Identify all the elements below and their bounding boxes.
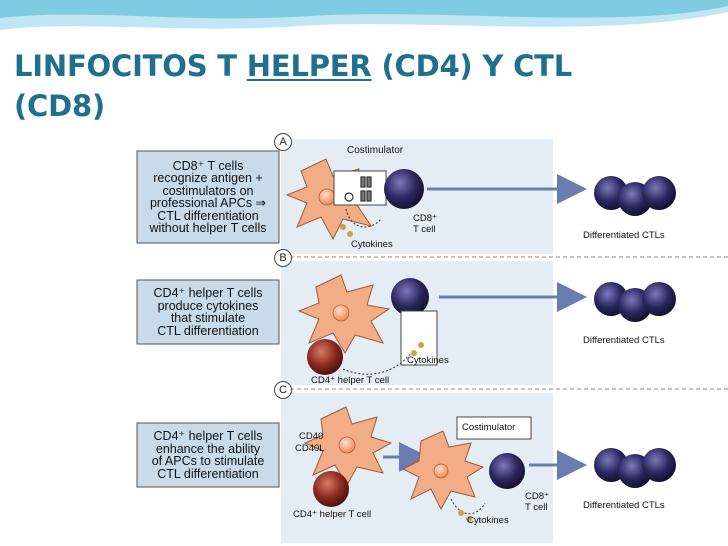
panel-a-line-2: recognize antigen + (153, 171, 263, 185)
panel-b-line-3: that stimulate (170, 311, 246, 325)
panel-c-differentiated-ctls (594, 448, 676, 488)
panel-c-cd40l-label: CD40L (295, 443, 325, 454)
panel-b-line-4: CTL differentiation (157, 323, 259, 338)
panel-b-cytokine-1 (411, 350, 417, 356)
header-wave-decoration (0, 0, 728, 30)
panel-b-line-2: produce cytokines (157, 298, 259, 313)
panel-a-result-label: Differentiated CTLs (583, 230, 665, 241)
panel-c-cytokine-2 (466, 516, 472, 522)
panel-a-differentiated-ctls (594, 176, 676, 216)
title-part-1: LINFOCITOS T (14, 49, 247, 83)
panel-a-line-6: without helper T cells (149, 221, 267, 235)
panel-c-cd40-label: CD40 (299, 431, 324, 442)
panel-c-line-4: CTL differentiation (157, 466, 259, 481)
panel-b-line-1: CD4⁺ helper T cells (153, 286, 263, 300)
panel-a-letter: A (274, 133, 292, 151)
panel-c-cytokine-1 (458, 510, 464, 516)
panel-a-description-box (136, 150, 280, 244)
panel-b-cytokines-label: Cytokines (407, 355, 449, 366)
panel-a-costimulator-label: Costimulator (347, 145, 404, 156)
panel-b-differentiated-ctls (594, 282, 676, 322)
panel-c-description: CD4⁺ helper T cells enhance the ability … (138, 424, 278, 486)
panel-b-helper-label: CD4⁺ helper T cell (311, 375, 390, 386)
diagram-graphics (136, 139, 728, 543)
panel-c-description-box (136, 422, 280, 488)
panel-b-description: CD4⁺ helper T cells produce cytokines th… (138, 281, 278, 343)
title-line-2: (CD8) (14, 89, 106, 123)
panel-a-cytokines-label: Cytokines (351, 239, 393, 250)
panel-a-line-3: costimulators on (162, 183, 254, 198)
panel-a-receptors (344, 176, 372, 202)
panel-a-cd8-t-cell (384, 169, 424, 209)
panel-c-apc-2 (401, 430, 485, 511)
panel-b-description-box (136, 279, 280, 345)
panel-b-apc (297, 274, 391, 354)
panel-c-line-2: enhance the ability (155, 441, 261, 456)
panel-c-helper-label: CD4⁺ helper T cell (293, 509, 372, 520)
panel-b-cytokine-path (342, 352, 412, 375)
panel-b-cd4-helper-t-cell (307, 339, 343, 375)
panel-a-tcell-label: T cell (413, 224, 436, 235)
panel-c-line-3: of APCs to stimulate (151, 454, 265, 468)
t-cell-diagram: A B C CD8⁺ T cells recognize antigen + c… (121, 131, 728, 546)
panel-b-cytokine-box (400, 310, 438, 366)
panel-c-apc-1 (303, 406, 393, 486)
panel-b-result-label: Differentiated CTLs (583, 335, 665, 346)
panel-c-line-1: CD4⁺ helper T cells (153, 429, 263, 443)
panel-c-costimulator-label: Costimulator (462, 422, 516, 433)
panel-a-cytokine-2 (347, 231, 353, 237)
panel-b-letter: B (274, 249, 292, 267)
panel-a-cd8-label: CD8⁺ (413, 213, 438, 224)
panel-c-cd4-helper-t-cell (313, 471, 349, 507)
panel-a-costimulator-box (333, 170, 387, 206)
panel-c-cd8-label: CD8⁺ (525, 491, 550, 502)
panel-c-cytokines-label: Cytokines (467, 515, 509, 526)
slide-title: LINFOCITOS T HELPER (CD4) Y CTL (CD8) (14, 46, 572, 126)
panel-c-tcell-label: T cell (525, 502, 548, 513)
panel-c-cd8-t-cell (489, 453, 525, 489)
panel-c-letter: C (274, 381, 292, 399)
panel-b-cd8-t-cell (391, 278, 429, 316)
title-part-2: (CD4) Y CTL (371, 49, 573, 83)
panel-c-costimulator-box (456, 416, 532, 440)
panel-a-cytokine-1 (340, 224, 346, 230)
panel-a-line-4: professional APCs ⇒ (149, 196, 267, 210)
panel-b-cytokine-2 (418, 342, 424, 348)
panel-c-cytokine-path (450, 498, 486, 515)
panel-a-cytokine-path (345, 208, 382, 228)
panel-a-line-1: CD8⁺ T cells (172, 158, 244, 173)
panel-a-line-5: CTL differentiation (157, 208, 259, 223)
panel-a-description: CD8⁺ T cells recognize antigen + costimu… (138, 152, 278, 242)
panel-c-result-label: Differentiated CTLs (583, 500, 665, 511)
title-underlined: HELPER (246, 49, 372, 83)
